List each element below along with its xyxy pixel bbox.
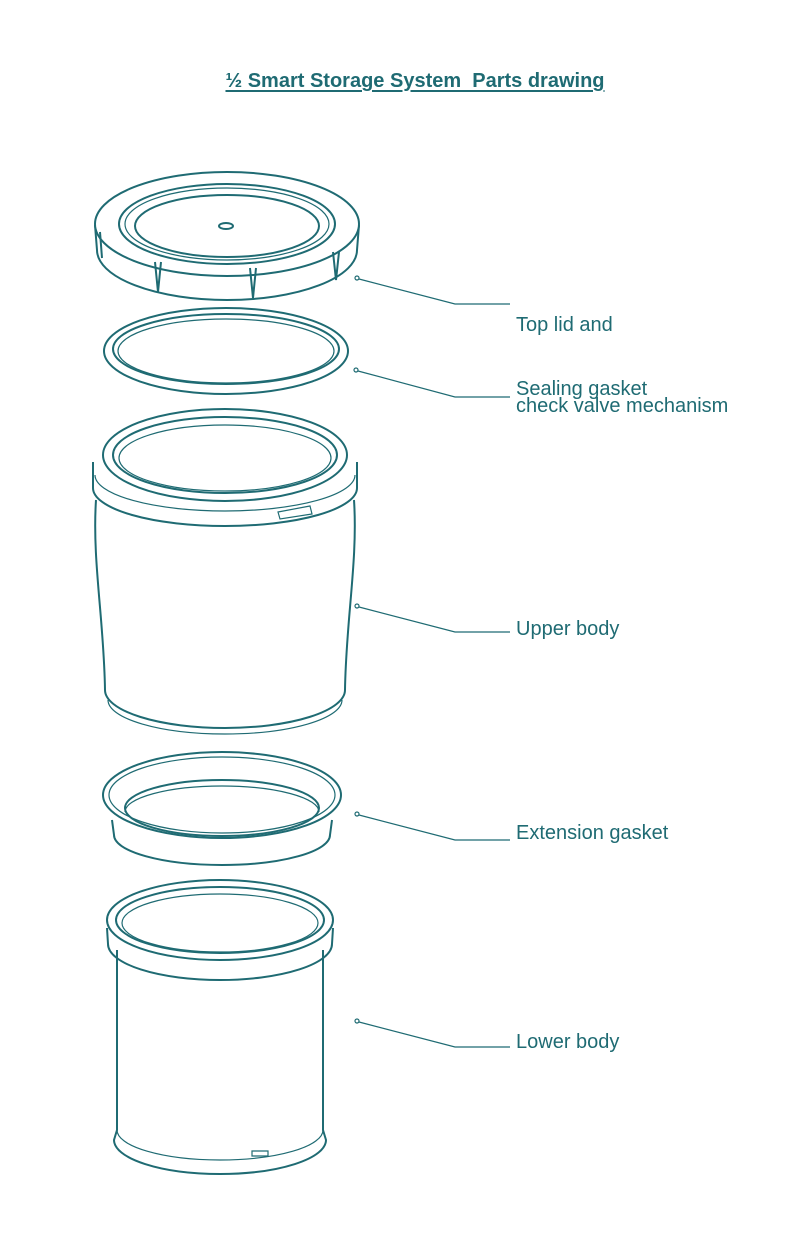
top-lid [94, 171, 360, 301]
lower-body [106, 879, 334, 1175]
label-extension-gasket: Extension gasket [516, 822, 669, 844]
label-line: Top lid and [516, 314, 613, 336]
diagram-title: ½ Smart Storage System Parts drawing [225, 70, 605, 92]
label-sealing-gasket: Sealing gasket [516, 378, 648, 400]
sealing-gasket [103, 307, 349, 395]
label-top-lid: Top lid and check valve mechanism [516, 258, 728, 447]
label-line: check valve mechanism [516, 395, 729, 417]
upper-body [92, 408, 358, 735]
label-lower-body: Lower body [516, 1031, 620, 1053]
extension-gasket [102, 751, 342, 866]
label-upper-body: Upper body [516, 618, 620, 640]
leader-lines [353, 275, 510, 1048]
